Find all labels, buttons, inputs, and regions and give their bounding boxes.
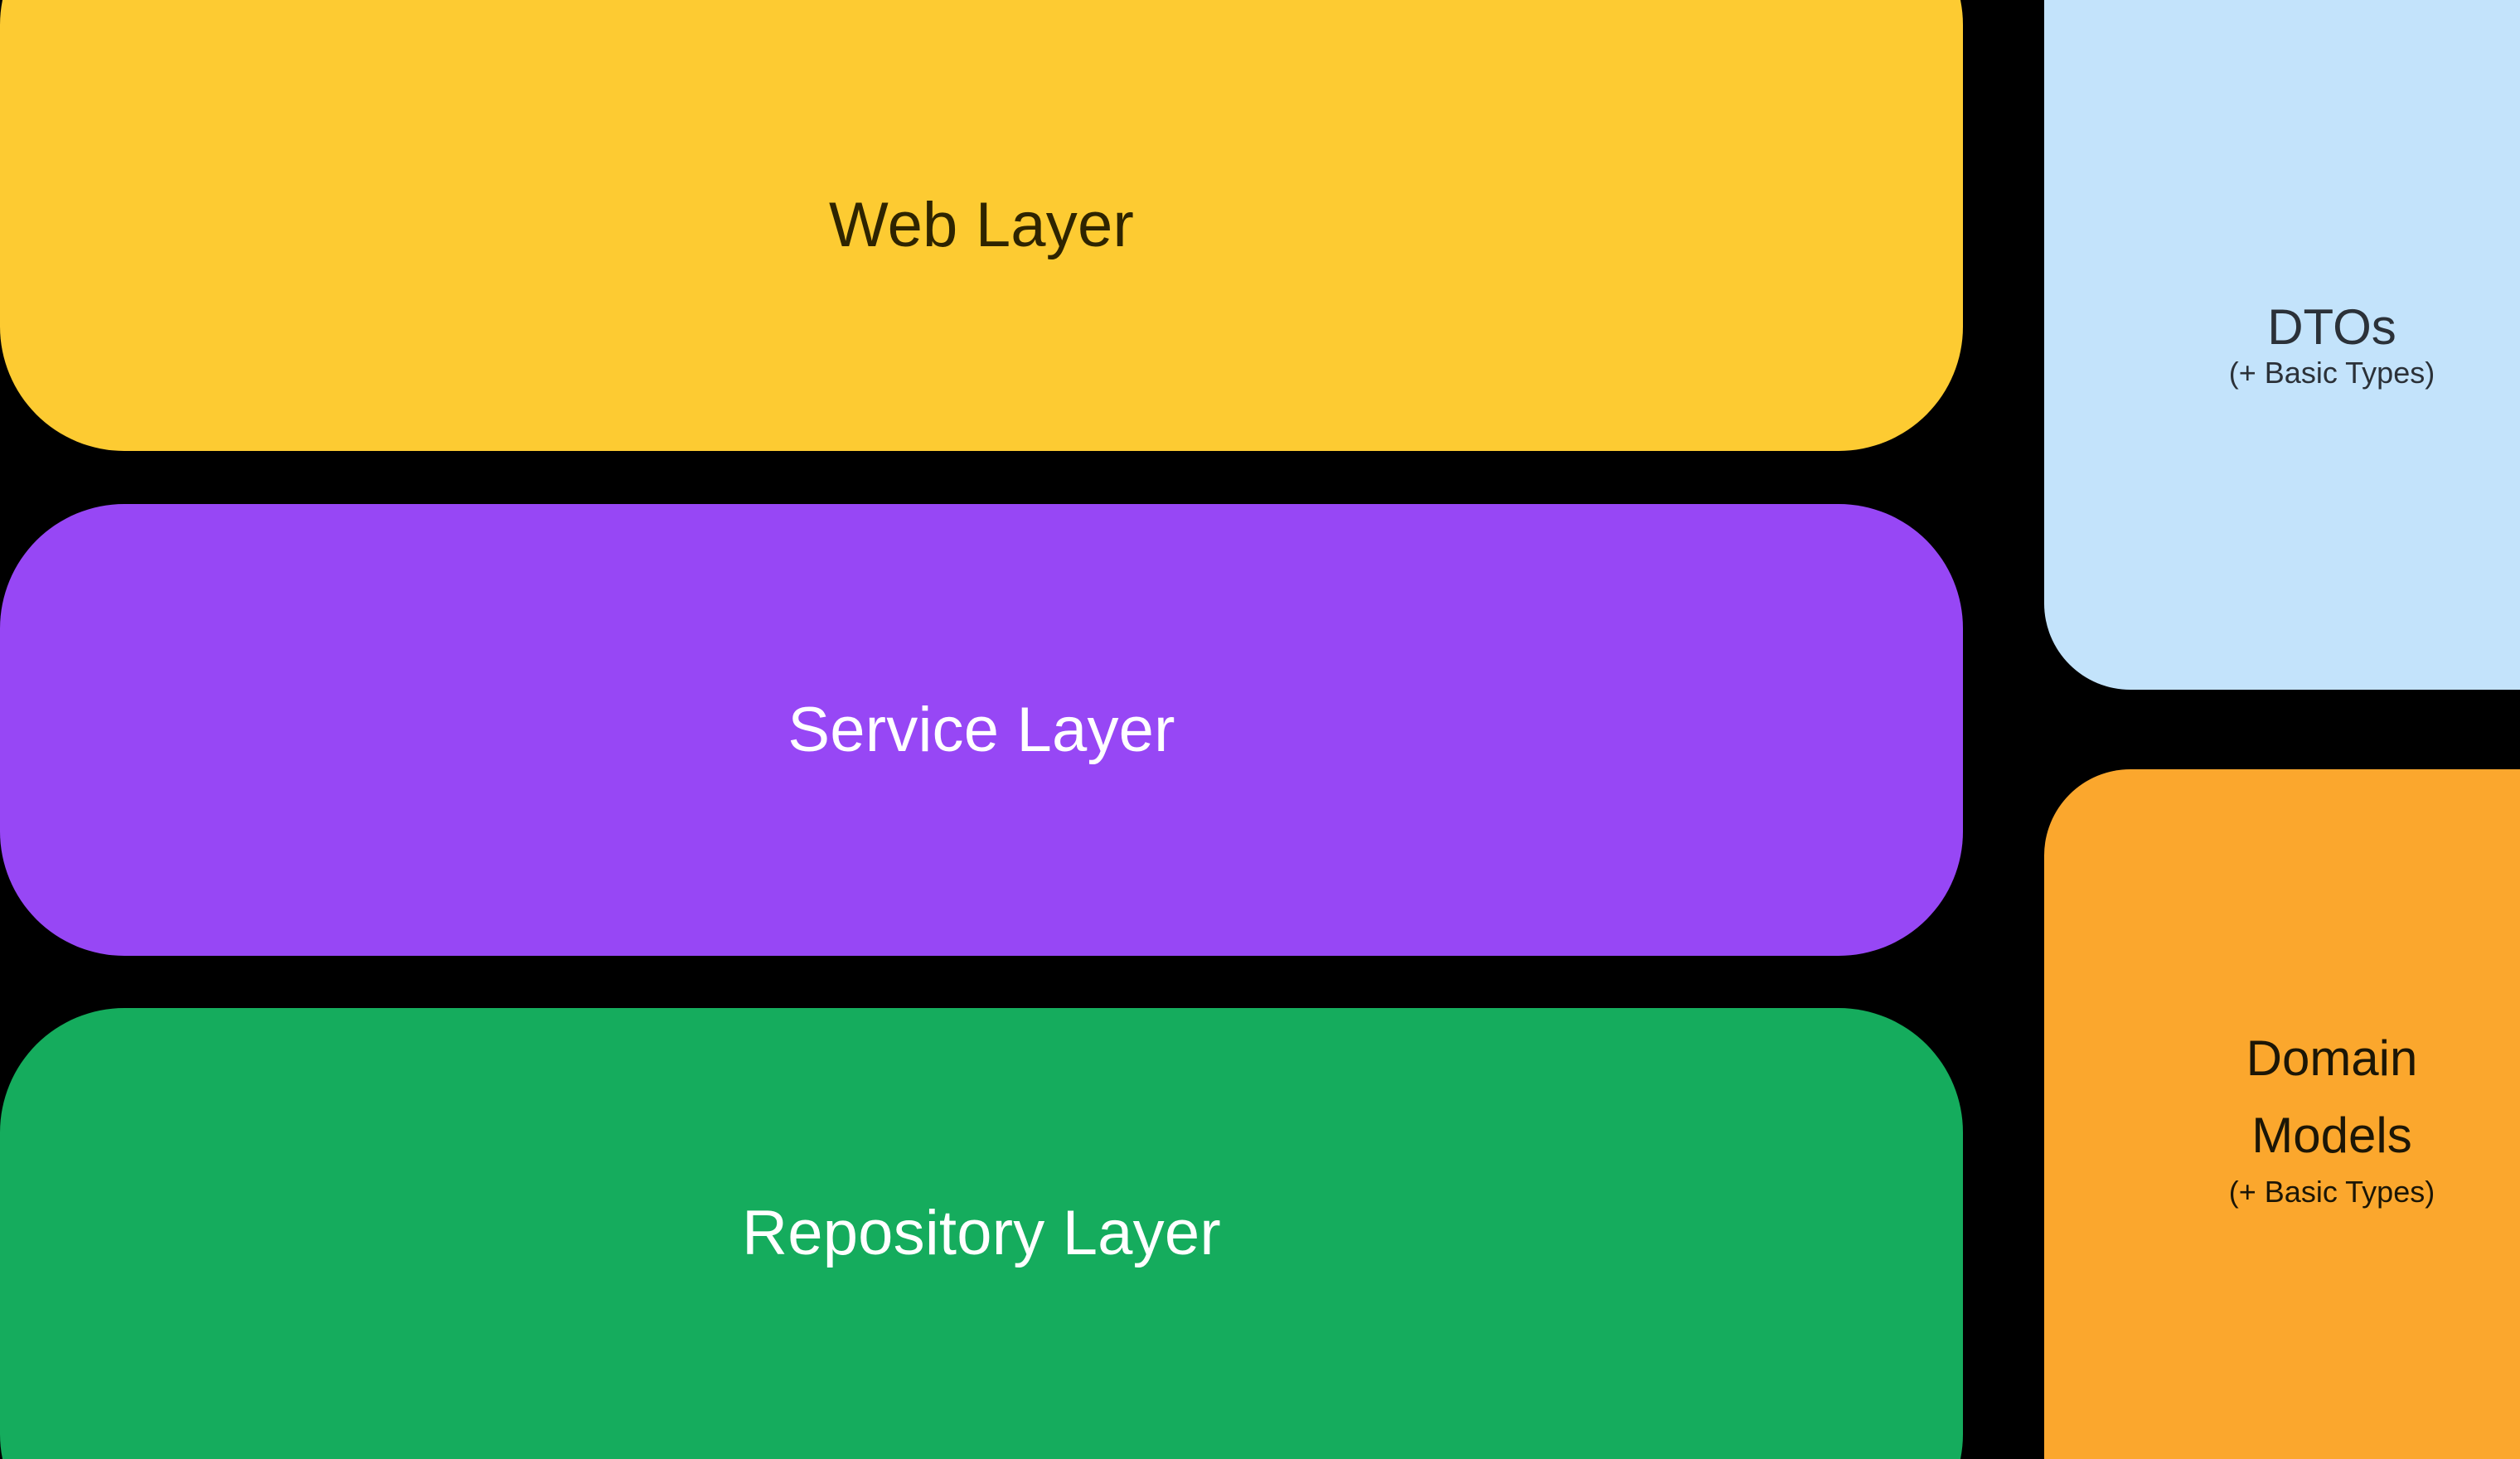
web-layer-box[interactable]: Web Layer	[0, 0, 1963, 451]
dtos-label: DTOs	[2267, 299, 2396, 356]
web-layer-label: Web Layer	[829, 190, 1134, 261]
dtos-content: DTOs (+ Basic Types)	[2092, 175, 2520, 390]
repository-layer-label: Repository Layer	[742, 1198, 1221, 1269]
domain-models-box[interactable]: Domain Models (+ Basic Types)	[2044, 769, 2520, 1459]
dtos-box[interactable]: DTOs (+ Basic Types)	[2044, 0, 2520, 690]
repository-layer-content: Repository Layer	[0, 1008, 1963, 1459]
service-layer-label: Service Layer	[788, 694, 1175, 765]
dtos-subtitle: (+ Basic Types)	[2228, 356, 2435, 390]
web-layer-content: Web Layer	[0, 0, 1963, 451]
domain-models-label-line-1: Domain	[2246, 1030, 2418, 1086]
service-layer-box[interactable]: Service Layer	[0, 504, 1963, 956]
domain-models-subtitle: (+ Basic Types)	[2228, 1174, 2435, 1209]
domain-models-content: Domain Models (+ Basic Types)	[2092, 1020, 2520, 1333]
service-layer-content: Service Layer	[0, 504, 1963, 956]
domain-models-label-line-2: Models	[2251, 1107, 2412, 1163]
repository-layer-box[interactable]: Repository Layer	[0, 1008, 1963, 1459]
